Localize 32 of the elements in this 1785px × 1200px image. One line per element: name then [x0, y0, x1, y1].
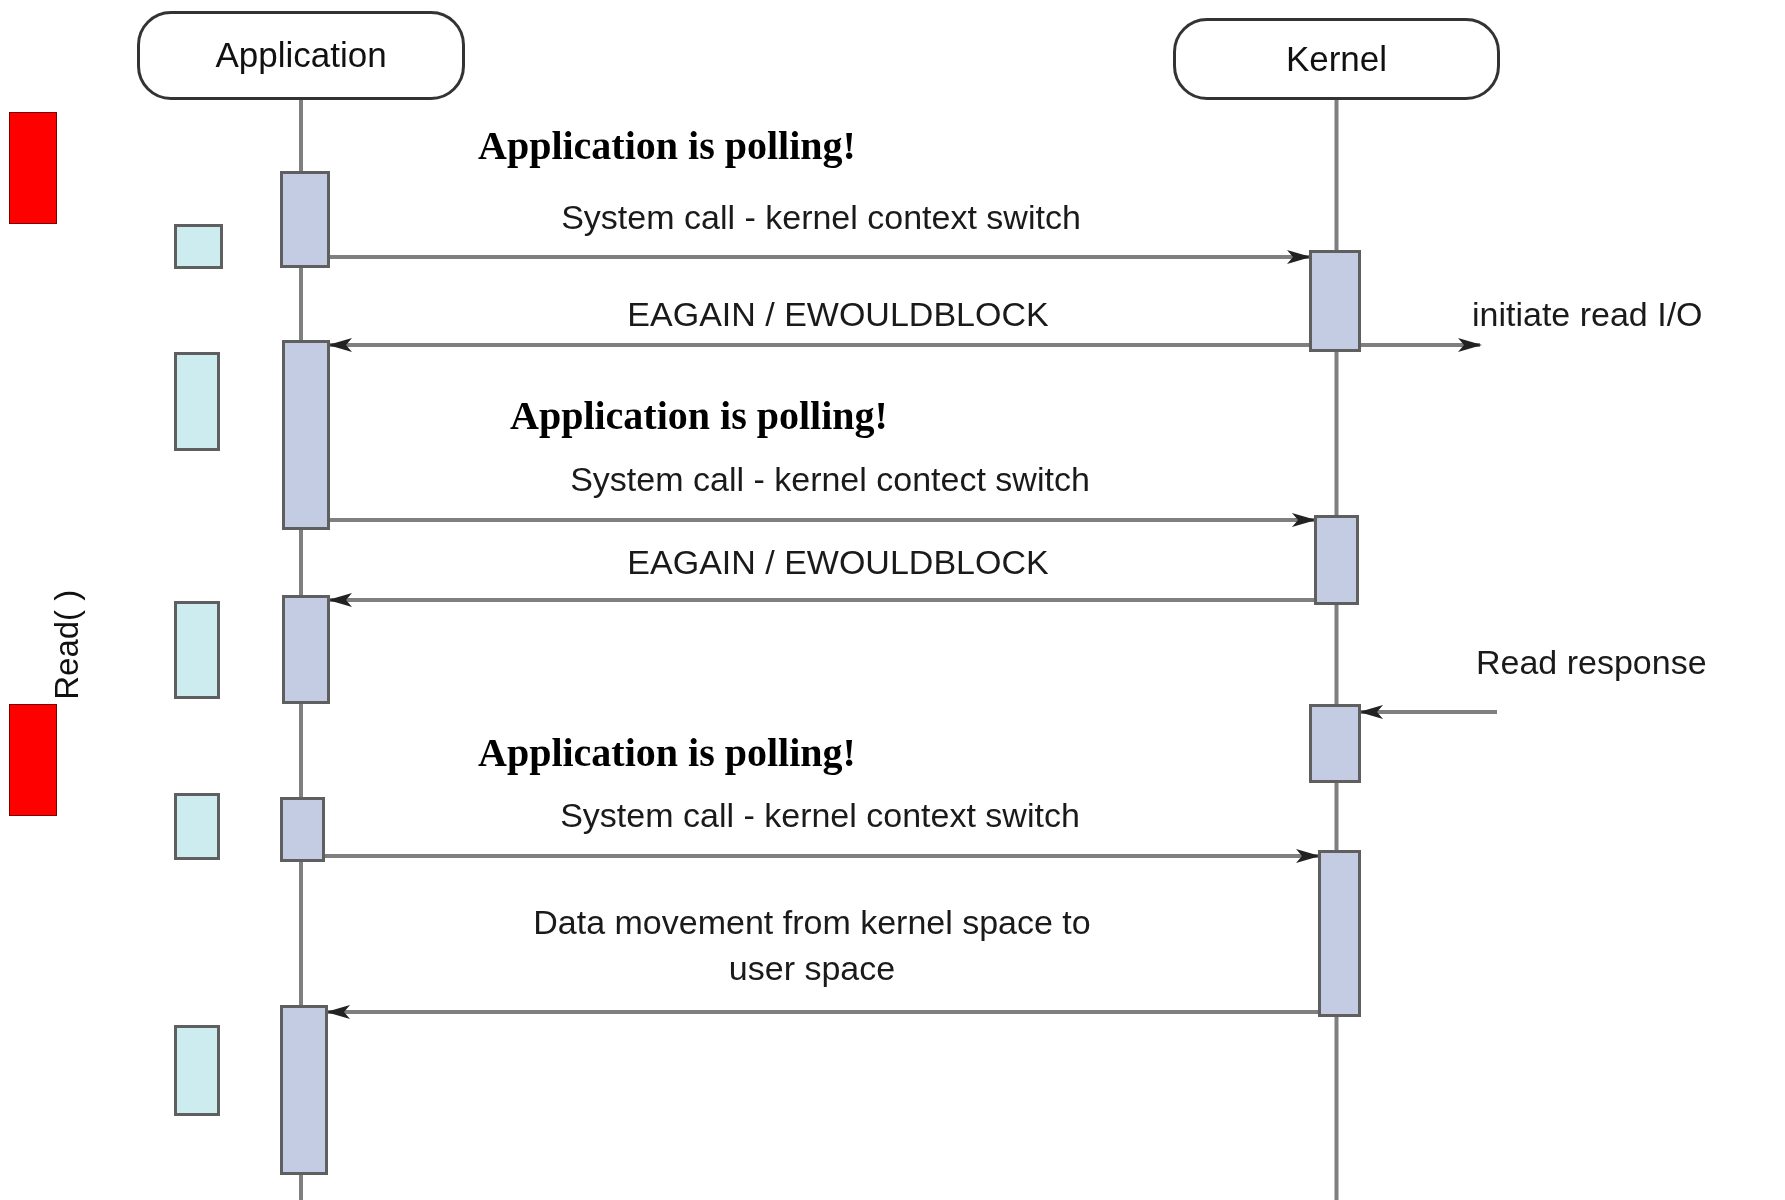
arrow [330, 250, 1311, 264]
arrow [1361, 338, 1482, 352]
note-text: Application is polling! [478, 122, 856, 170]
activation-bar [1318, 850, 1361, 1017]
lifeline-header [1173, 18, 1500, 100]
activation-bar [1309, 704, 1361, 783]
status-block [174, 793, 220, 860]
activation-bar [1314, 515, 1359, 605]
arrow [326, 1005, 1318, 1019]
status-block [174, 224, 223, 269]
arrow [325, 849, 1320, 863]
marker-bar [9, 704, 57, 816]
status-block [174, 1025, 220, 1116]
activation-bar [282, 595, 330, 704]
lifeline-title: Kernel [1285, 37, 1388, 80]
lifeline-title: Application [215, 34, 387, 77]
activation-bar [1309, 250, 1361, 352]
status-block [174, 601, 220, 699]
lifeline-header [137, 11, 465, 100]
arrow [330, 513, 1316, 527]
note-text: Application is polling! [510, 392, 888, 440]
activation-bar [280, 797, 325, 862]
activation-bar [282, 340, 330, 530]
marker-bar [9, 112, 57, 224]
arrow [1359, 705, 1497, 719]
arrow [328, 593, 1314, 607]
status-block [174, 352, 220, 451]
note-text: Application is polling! [478, 729, 856, 777]
activation-bar [280, 1005, 328, 1175]
vertical-label: Read( ) [47, 589, 87, 700]
activation-bar [280, 171, 330, 268]
arrow [328, 338, 1309, 352]
